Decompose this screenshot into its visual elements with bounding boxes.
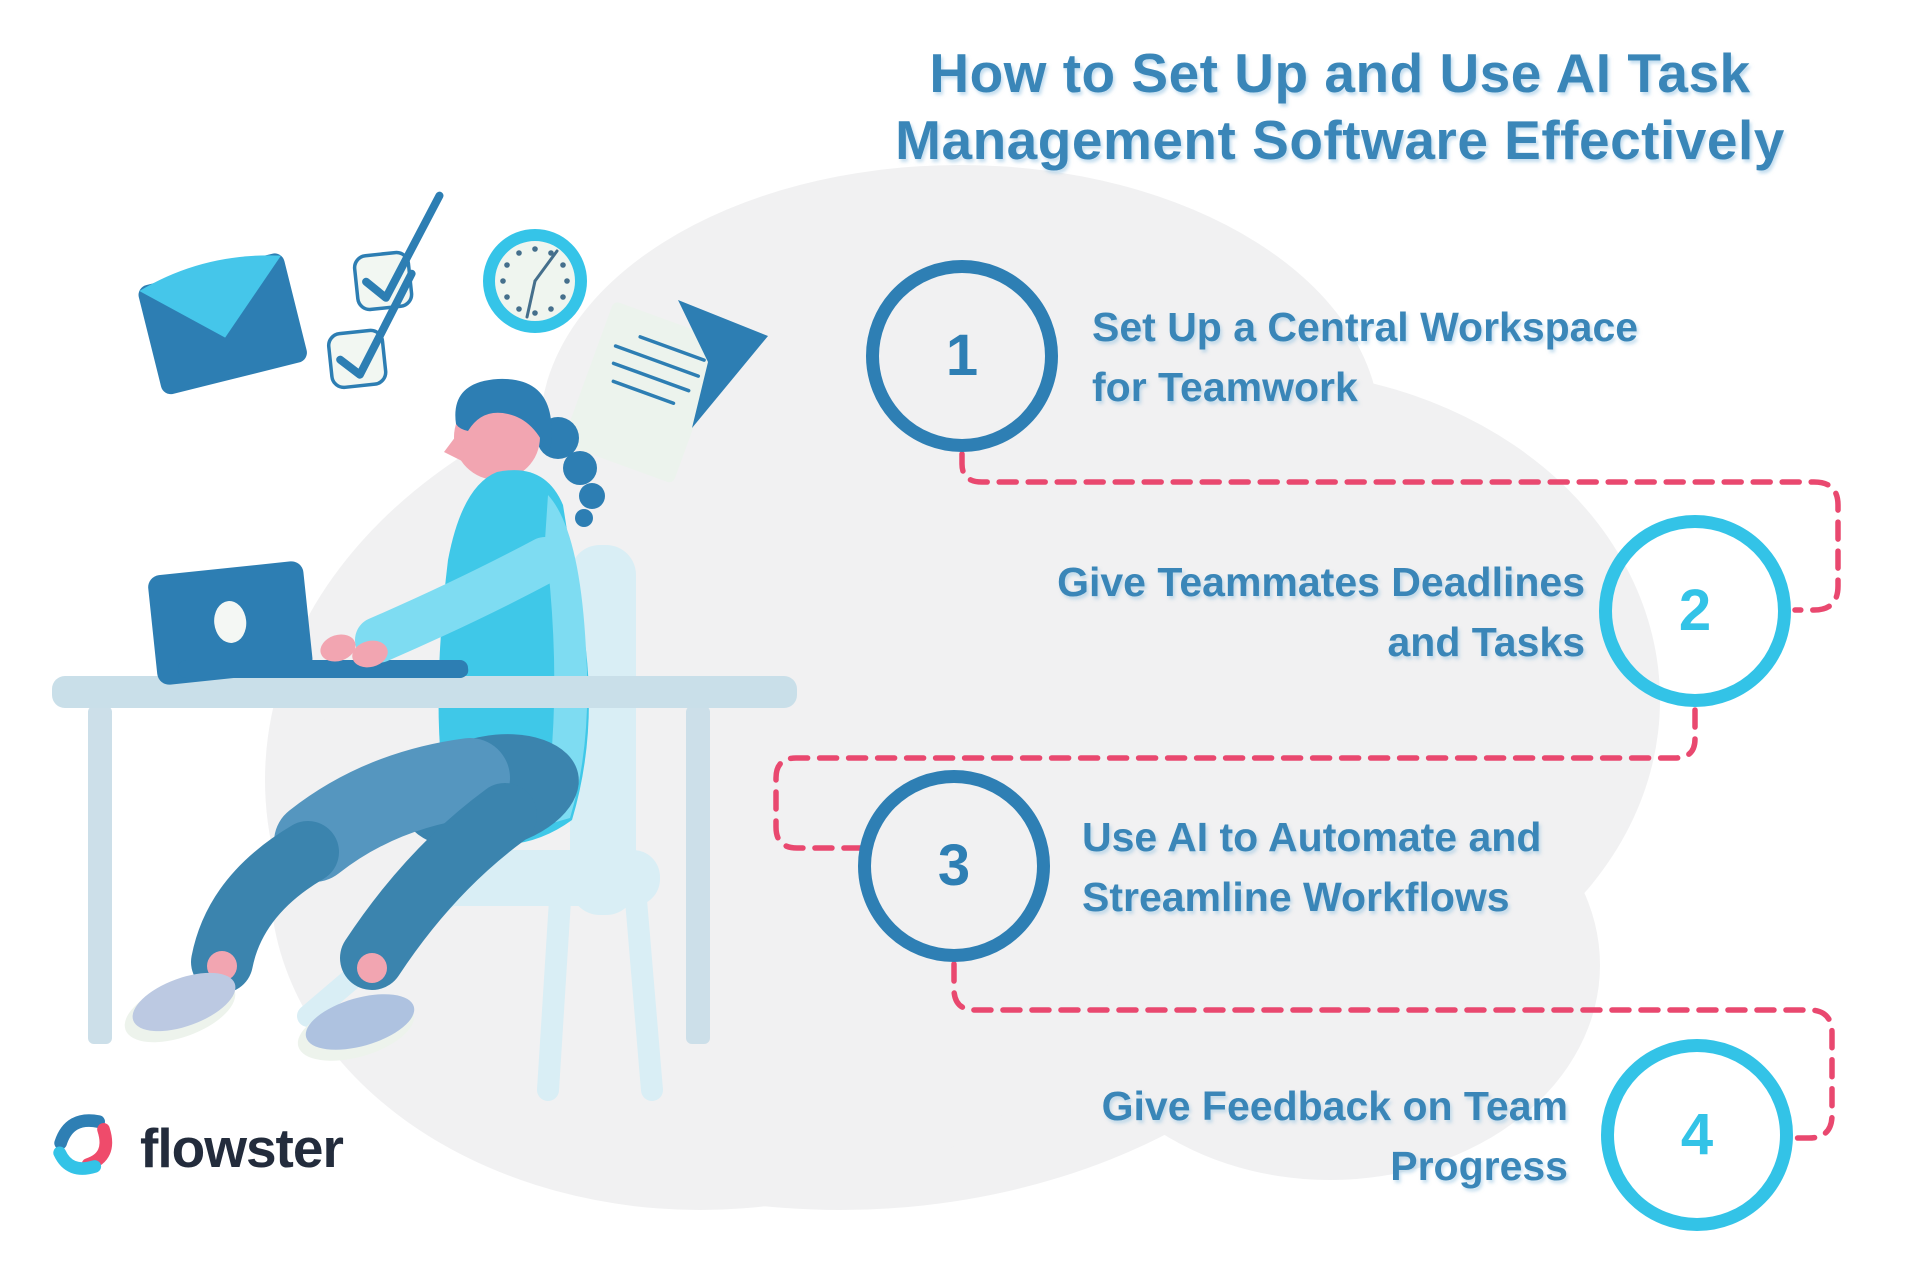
connector-step3-step4 [951, 961, 1835, 1141]
woman-at-desk [52, 378, 797, 1101]
step-3-label: Use AI to Automate and Streamline Workfl… [1082, 807, 1541, 927]
step-3-label-line1: Use AI to Automate and [1082, 814, 1542, 860]
step-1-circle: 1 [866, 260, 1058, 452]
step-1-label-line2: for Teamwork [1092, 364, 1358, 410]
step-2-label-line1: Give Teammates Deadlines [1057, 559, 1585, 605]
lower-leg [340, 783, 537, 990]
hand [320, 634, 356, 662]
step-3-circle: 3 [858, 770, 1050, 962]
arm-sleeve [355, 537, 568, 663]
hair [455, 378, 552, 454]
laptop [148, 561, 469, 685]
flowster-mark-icon [53, 1114, 113, 1175]
page-title: How to Set Up and Use AI Task Management… [760, 40, 1920, 174]
page-title-line2: Management Software Effectively [895, 109, 1785, 171]
step-3-number: 3 [937, 833, 971, 898]
step-2-number: 2 [1678, 578, 1712, 643]
step-1-number: 1 [945, 323, 979, 388]
desk-leg [88, 706, 112, 1044]
flowster-logo: flowster [46, 1106, 344, 1184]
step-3-label-line2: Streamline Workflows [1082, 874, 1510, 920]
hand [352, 640, 388, 668]
step-4-label-line1: Give Feedback on Team [1101, 1083, 1568, 1129]
send-arrow-icon [678, 300, 768, 428]
shoe [305, 994, 415, 1050]
desk-leg [686, 706, 710, 1044]
nose [444, 428, 464, 462]
flowster-wordmark: flowster [140, 1117, 344, 1179]
step-1-label: Set Up a Central Workspace for Teamwork [1092, 297, 1638, 417]
clock-icon [483, 229, 587, 333]
connector-step1-step2 [959, 451, 1841, 613]
lower-leg [191, 821, 339, 993]
shoe [132, 972, 236, 1032]
connector-step2-step3 [773, 707, 1698, 851]
ankle [357, 953, 387, 983]
step-4-label: Give Feedback on Team Progress [1102, 1076, 1568, 1196]
desk-top [52, 676, 797, 708]
step-2-circle: 2 [1599, 515, 1791, 707]
step-4-label-line2: Progress [1390, 1143, 1568, 1189]
document-icon [563, 302, 724, 483]
thigh [274, 738, 510, 882]
step-4-number: 4 [1680, 1102, 1714, 1167]
page-title-line1: How to Set Up and Use AI Task [929, 42, 1751, 104]
checkbox-checked-icon [326, 269, 416, 390]
step-1-label-line1: Set Up a Central Workspace [1092, 304, 1639, 350]
step-2-label-line2: and Tasks [1387, 619, 1586, 665]
step-4-circle: 4 [1601, 1039, 1793, 1231]
step-2-label: Give Teammates Deadlines and Tasks [1057, 552, 1585, 672]
envelope-icon [138, 253, 307, 395]
